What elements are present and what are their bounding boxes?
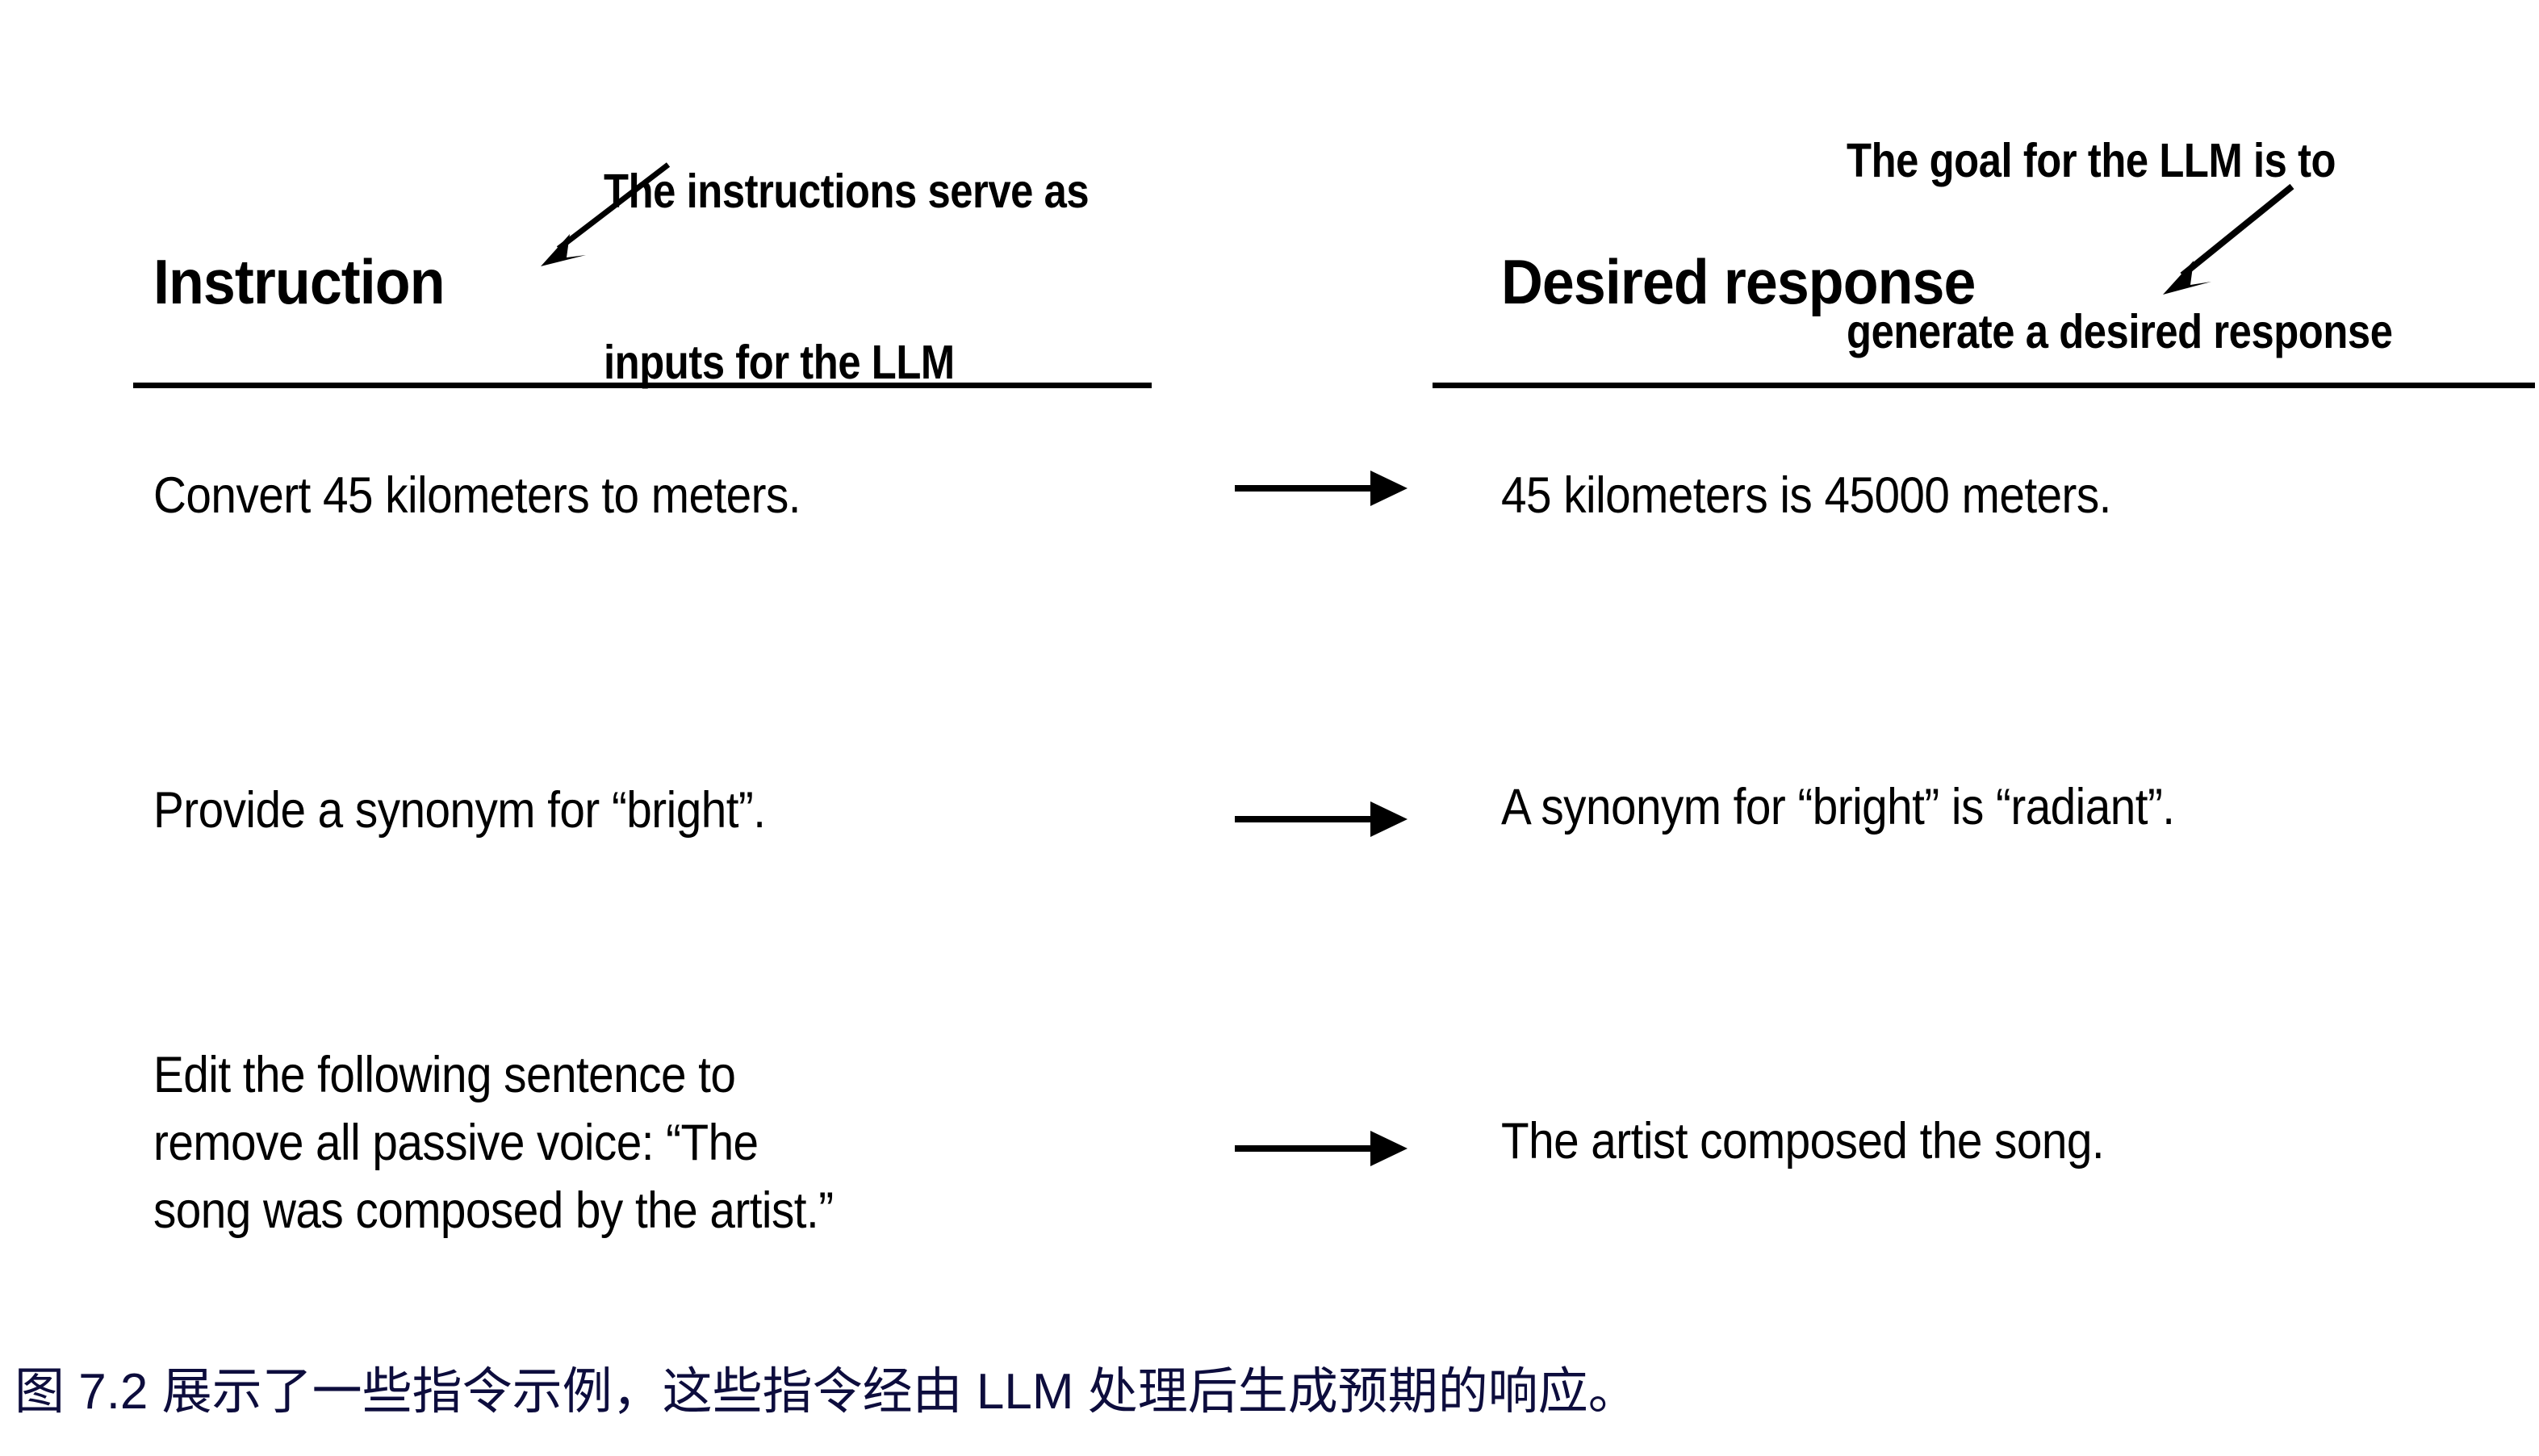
header-divider-left bbox=[133, 383, 1152, 388]
diagonal-arrow-down-left-icon bbox=[541, 162, 671, 266]
table-row-response: 45 kilometers is 45000 meters. bbox=[1501, 467, 2111, 524]
annotation-left-text: The instructions serve as inputs for the… bbox=[604, 48, 1090, 505]
column-header-desired-response: Desired response bbox=[1501, 246, 1976, 317]
table-row-response: A synonym for “bright” is “radiant”. bbox=[1501, 779, 2175, 835]
annotation-right-line1: The goal for the LLM is to bbox=[1847, 133, 2336, 187]
annotation-left-line2: inputs for the LLM bbox=[604, 335, 955, 389]
header-divider-right bbox=[1433, 383, 2535, 388]
annotation-right-text: The goal for the LLM is to generate a de… bbox=[1847, 18, 2393, 475]
table-row-instruction: Edit the following sentence to remove al… bbox=[153, 1047, 834, 1239]
arrow-right-icon bbox=[1235, 1131, 1408, 1166]
arrow-right-icon bbox=[1235, 471, 1408, 506]
column-header-instruction: Instruction bbox=[153, 246, 445, 317]
arrow-right-icon bbox=[1235, 801, 1408, 837]
annotation-left-line1: The instructions serve as bbox=[604, 164, 1090, 218]
table-row-instruction: Convert 45 kilometers to meters. bbox=[153, 467, 801, 524]
table-row-response: The artist composed the song. bbox=[1501, 1113, 2105, 1169]
diagonal-arrow-down-left-icon bbox=[2163, 183, 2294, 295]
table-row-instruction: Provide a synonym for “bright”. bbox=[153, 782, 766, 839]
annotation-right-line2: generate a desired response bbox=[1847, 304, 2393, 358]
figure-caption: 图 7.2 展示了一些指令示例，这些指令经由 LLM 处理后生成预期的响应。 bbox=[15, 1364, 1638, 1420]
